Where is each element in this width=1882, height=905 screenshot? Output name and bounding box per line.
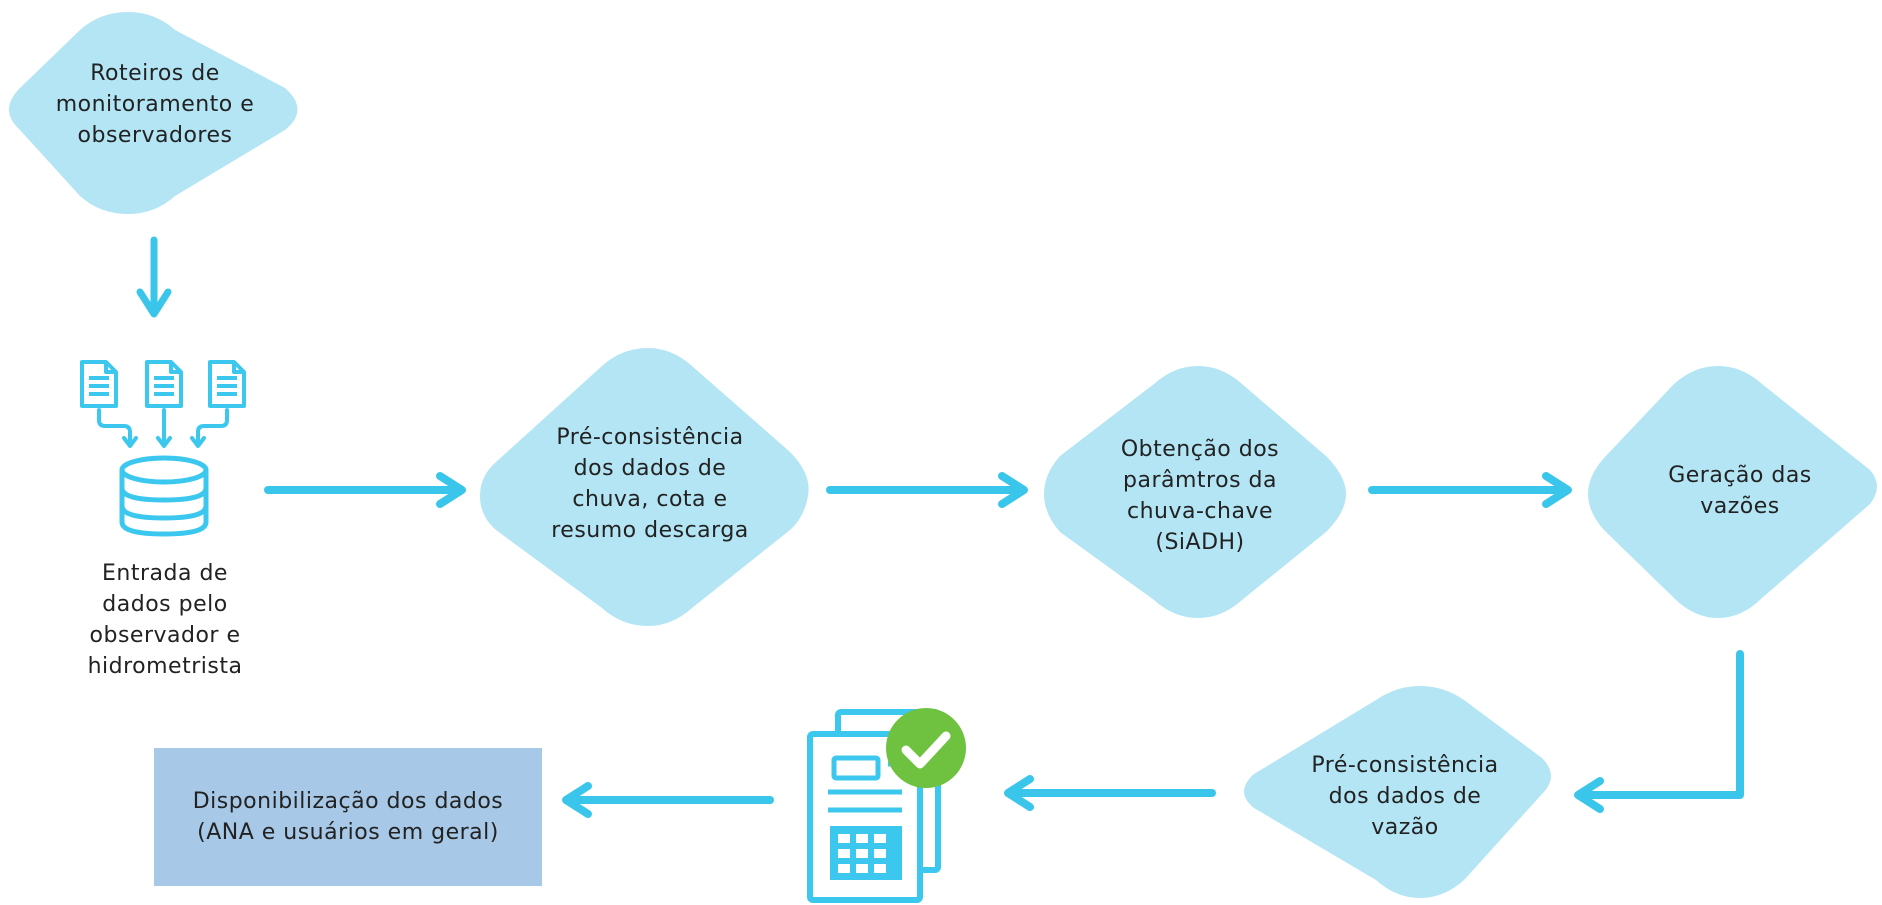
arrow-pre-chuva-to-obtencao (826, 472, 1028, 508)
arrow-geracao-to-pre-vazao (1574, 650, 1744, 813)
report-with-checkmark-icon (807, 708, 966, 903)
diamond-pre-vazao (1244, 686, 1551, 898)
node-obtencao-line1: Obtenção dos (1120, 437, 1280, 462)
node-geracao: Geração das vazões (1630, 458, 1850, 524)
document-icon (208, 360, 246, 408)
node-obtencao-line2: parâmtros da (1123, 468, 1277, 493)
node-disponibilizacao-line2: (ANA e usuários em geral) (197, 820, 499, 845)
disponibilizacao-box (154, 748, 542, 886)
node-roteiros-line3: observadores (77, 122, 233, 148)
arrow-obtencao-to-geracao (1368, 472, 1572, 508)
node-disponibilizacao-line1: Disponibilização dos dados (192, 789, 504, 814)
document-icon (145, 360, 183, 408)
node-pre-vazao: Pré-consistência dos dados de vazão (1280, 748, 1530, 844)
node-entrada-line2: dados pelo (102, 592, 228, 617)
node-obtencao-line4: (SiADH) (1155, 530, 1245, 555)
node-pre-chuva-line4: resumo descarga (551, 518, 749, 543)
node-entrada: Entrada de dados pelo observador e hidro… (60, 556, 270, 684)
connector-lines (97, 408, 229, 448)
node-roteiros: Roteiros de monitoramento e observadores (30, 56, 280, 152)
node-roteiros-line1: Roteiros de (90, 60, 220, 86)
node-pre-chuva-line1: Pré-consistência (556, 425, 744, 450)
node-pre-chuva: Pré-consistência dos dados de chuva, cot… (510, 420, 790, 548)
arrow-report-to-disponibilizacao (562, 782, 774, 818)
diamond-obtencao (1044, 366, 1346, 618)
arrow-roteiros-to-entrada (136, 236, 172, 318)
diamond-pre-chuva (480, 348, 809, 626)
arrow-entrada-to-pre-chuva (264, 472, 466, 508)
node-geracao-line1: Geração das (1668, 463, 1812, 488)
arrow-pre-vazao-to-report (1004, 775, 1216, 811)
node-entrada-line4: hidrometrista (87, 654, 243, 679)
node-disponibilizacao: Disponibilização dos dados (ANA e usuári… (154, 748, 542, 886)
node-entrada-line3: observador e (89, 623, 241, 648)
node-obtencao: Obtenção dos parâmtros da chuva-chave (S… (1075, 432, 1325, 560)
diamond-roteiros (9, 12, 298, 214)
node-entrada-line1: Entrada de (102, 561, 228, 586)
node-roteiros-line2: monitoramento e (55, 91, 255, 117)
node-pre-vazao-line2: dos dados de (1328, 783, 1482, 809)
node-geracao-line2: vazões (1700, 494, 1780, 519)
database-icon (119, 455, 209, 537)
node-pre-chuva-line3: chuva, cota e (572, 487, 728, 512)
node-pre-vazao-line3: vazão (1371, 814, 1439, 840)
document-icon (80, 360, 118, 408)
diamond-geracao (1588, 366, 1877, 618)
node-obtencao-line3: chuva-chave (1127, 499, 1273, 524)
node-pre-chuva-line2: dos dados de (573, 456, 727, 481)
node-pre-vazao-line1: Pré-consistência (1311, 752, 1499, 778)
